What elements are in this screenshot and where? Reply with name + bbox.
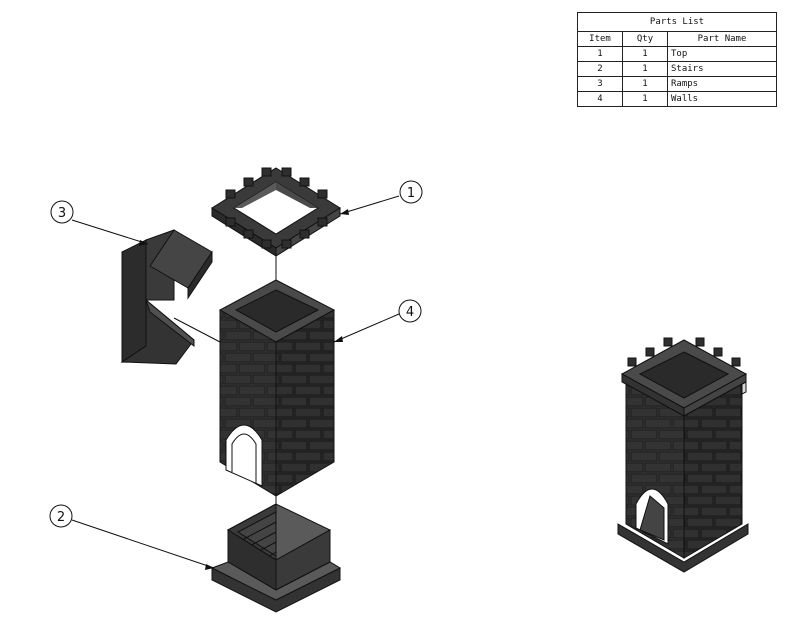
balloon-4-label: 4 <box>406 305 414 320</box>
balloon-3-label: 3 <box>58 206 66 221</box>
table-row: 2 1 Stairs <box>577 61 777 77</box>
balloon-2-label: 2 <box>57 510 65 525</box>
explode-lines <box>173 256 277 504</box>
assembled-tower <box>617 337 749 573</box>
cell-part-name: Walls <box>667 91 777 107</box>
balloon-4: 4 <box>333 299 422 343</box>
balloon-3: 3 <box>50 200 149 246</box>
parts-list-table: Parts List Item Qty Part Name 1 1 Top 2 … <box>577 12 777 107</box>
table-row: 4 1 Walls <box>577 91 777 107</box>
balloon-1: 1 <box>339 180 423 215</box>
part-ramps <box>120 229 213 365</box>
part-top <box>211 167 341 257</box>
part-stairs <box>210 503 342 613</box>
balloon-2: 2 <box>49 504 215 570</box>
cell-qty: 1 <box>622 91 668 107</box>
part-walls <box>218 279 336 497</box>
balloon-1-label: 1 <box>407 186 415 201</box>
